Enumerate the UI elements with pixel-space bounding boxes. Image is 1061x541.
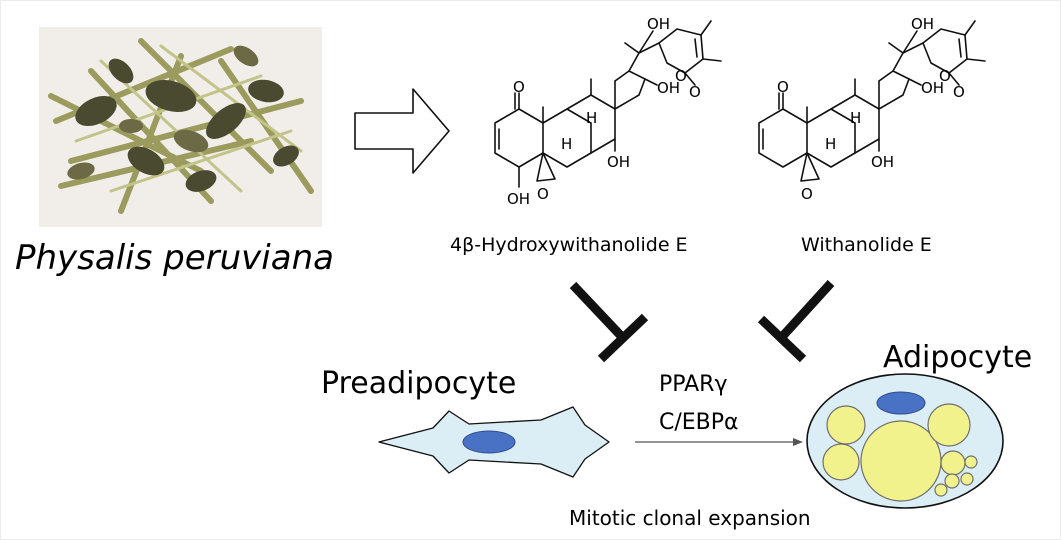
atom-oh: OH: [921, 79, 944, 97]
process-label: Mitotic clonal expansion: [569, 506, 811, 530]
t-bar-inhibition-icon: [569, 281, 649, 363]
hollow-right-arrow: [354, 88, 450, 174]
atom-oh: OH: [871, 153, 894, 171]
atom-h: H: [850, 109, 861, 127]
atom-o: O: [801, 185, 813, 203]
lipid-droplet: [822, 443, 860, 481]
atom-oh: OH: [607, 153, 630, 171]
preadipocyte-label: Preadipocyte: [321, 366, 516, 401]
adipocyte-label: Adipocyte: [883, 340, 1032, 375]
atom-oh: OH: [657, 79, 680, 97]
compound-name-1: 4β-Hydroxywithanolide E: [450, 234, 688, 256]
atom-h: H: [586, 109, 597, 127]
preadipocyte-cell: [378, 406, 610, 478]
atom-o: O: [953, 83, 965, 101]
plant-name: Physalis peruviana: [15, 238, 334, 278]
atom-oh: OH: [911, 15, 934, 33]
atom-oh: OH: [507, 190, 530, 208]
atom-h: H: [561, 135, 572, 153]
lipid-droplet: [960, 472, 974, 486]
lipid-droplet: [826, 405, 866, 445]
atom-o: O: [513, 78, 525, 96]
lipid-droplet: [927, 403, 971, 447]
atom-h: H: [825, 135, 836, 153]
atom-oh: OH: [647, 15, 670, 33]
lipid-droplet: [934, 483, 948, 497]
atom-o: O: [689, 83, 701, 101]
factor-cebp-alpha: C/EBPα: [659, 410, 739, 435]
atom-o: O: [939, 67, 951, 85]
lipid-droplet: [940, 450, 966, 476]
factor-ppar-gamma: PPARγ: [659, 372, 727, 397]
structure-withanolide-e: O O O O OH OH OH H H: [758, 15, 986, 203]
lipid-droplet: [964, 455, 978, 469]
dried-plant-photo: [39, 27, 322, 227]
atom-o: O: [777, 78, 789, 96]
structure-4b-hydroxywithanolide-e: O O O O OH OH OH OH H H: [494, 15, 722, 208]
nucleus: [876, 391, 926, 415]
adipocyte-cell: [806, 373, 1004, 509]
t-bar-inhibition-icon: [757, 279, 835, 363]
atom-o: O: [537, 185, 549, 203]
lipid-droplet: [944, 473, 960, 489]
thin-right-arrow: [635, 438, 803, 446]
nucleus: [462, 430, 516, 454]
compound-name-2: Withanolide E: [801, 234, 932, 256]
atom-o: O: [675, 67, 687, 85]
